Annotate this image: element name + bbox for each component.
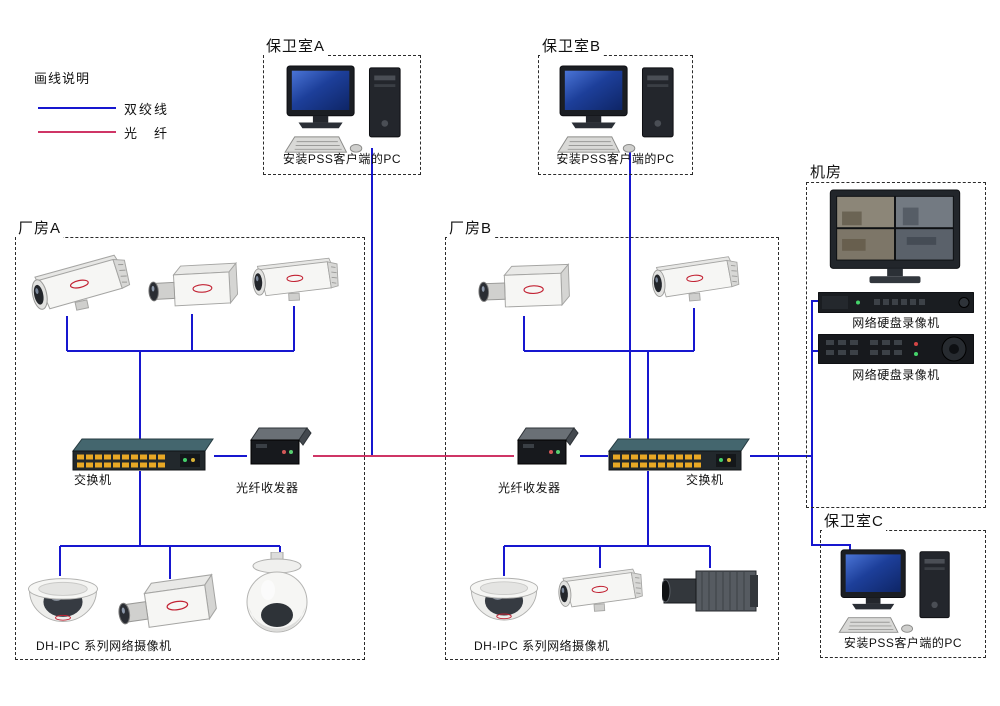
factory-a-switch-caption: 交换机 <box>74 473 112 487</box>
guard-room-b-pc-icon <box>556 64 681 156</box>
fiber-line-sample <box>38 131 116 133</box>
machine-room-box <box>806 182 986 508</box>
legend-title: 画线说明 <box>34 71 91 86</box>
machine-room-title: 机房 <box>808 161 845 182</box>
network-switch-icon <box>608 438 750 472</box>
nvr1-caption: 网络硬盘录像机 <box>852 316 940 330</box>
fiber-transceiver-icon <box>247 424 313 470</box>
twisted-pair-line-sample <box>38 107 116 109</box>
factory-b-box <box>445 237 779 660</box>
factory-b-cameras-caption: DH-IPC 系列网络摄像机 <box>474 639 610 653</box>
legend-label-fiber: 光 纤 <box>124 126 170 141</box>
ptz-camera-icon <box>240 552 314 644</box>
cctv-monitor-icon <box>828 188 962 288</box>
factory-a-title: 厂房A <box>16 217 64 238</box>
shoebox-camera-icon <box>662 562 760 622</box>
guard-room-b-box <box>538 55 693 175</box>
guard-room-c-pc-caption: 安装PSS客户端的PC <box>843 636 963 650</box>
legend-row-fiber: 光 纤 <box>34 121 204 145</box>
dome-camera-icon <box>22 572 104 630</box>
nvr-icon <box>818 292 974 313</box>
guard-room-a-title: 保卫室A <box>264 35 328 56</box>
nvr2-caption: 网络硬盘录像机 <box>852 368 940 382</box>
legend: 画线说明 双绞线 光 纤 <box>34 68 204 145</box>
dome-camera-icon <box>464 572 544 628</box>
legend-row-twisted-pair: 双绞线 <box>34 97 204 121</box>
guard-room-c-title: 保卫室C <box>822 510 886 531</box>
box-camera-icon <box>144 256 241 321</box>
guard-room-a-pc-icon <box>283 64 408 156</box>
guard-room-b-pc-caption: 安装PSS客户端的PC <box>556 152 675 166</box>
guard-room-b-title: 保卫室B <box>540 35 604 56</box>
fiber-transceiver-icon <box>514 424 580 470</box>
guard-room-c-box <box>820 530 986 658</box>
guard-room-a-box <box>263 55 421 175</box>
factory-b-transceiver-caption: 光纤收发器 <box>498 481 561 495</box>
legend-label-twisted-pair: 双绞线 <box>124 102 170 117</box>
bullet-camera-icon <box>548 559 652 626</box>
factory-a-cameras-caption: DH-IPC 系列网络摄像机 <box>36 639 172 653</box>
factory-a-box <box>15 237 365 660</box>
network-switch-icon <box>72 438 214 472</box>
factory-a-transceiver-caption: 光纤收发器 <box>236 481 299 495</box>
factory-b-title: 厂房B <box>447 217 495 238</box>
guard-room-a-pc-caption: 安装PSS客户端的PC <box>282 152 402 166</box>
box-camera-icon <box>475 256 573 321</box>
guard-room-c-pc-icon <box>836 548 958 636</box>
nvr-icon <box>818 334 974 364</box>
factory-b-switch-caption: 交换机 <box>686 473 724 487</box>
bullet-camera-icon <box>641 246 748 317</box>
bullet-camera-icon <box>244 247 345 314</box>
